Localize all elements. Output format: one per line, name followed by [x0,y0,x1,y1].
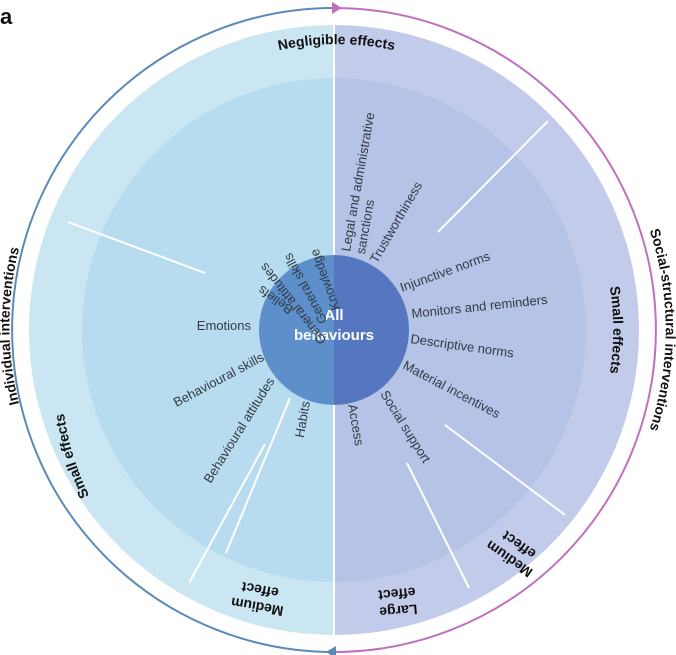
access-label: Access [345,403,367,447]
panel-letter: a [0,4,13,29]
emotions-label: Emotions [197,318,252,333]
negligible-effects-header: Negligible effects [276,31,397,53]
social-interventions-arc [333,7,657,653]
arrowhead-icon [326,646,336,655]
large-effect-header: Large effect [377,584,418,620]
svg-text:effect: effect [240,579,280,601]
svg-text:Large: Large [379,601,419,620]
center-label-line1: All [324,307,343,324]
center-circle-right [334,255,409,405]
center-label-line2: behaviours [294,327,374,344]
individual-interventions-arc [11,7,335,653]
arrowhead-icon [332,2,342,14]
inner-area-right [334,78,586,582]
center-circle-left [259,255,334,405]
svg-text:effect: effect [377,584,416,603]
habits-label: Habits [292,399,313,438]
social-interventions-label: Social-structural interventions [647,226,676,433]
small-effects-right-header: Small effects [607,285,626,375]
inner-area-left [82,78,334,582]
